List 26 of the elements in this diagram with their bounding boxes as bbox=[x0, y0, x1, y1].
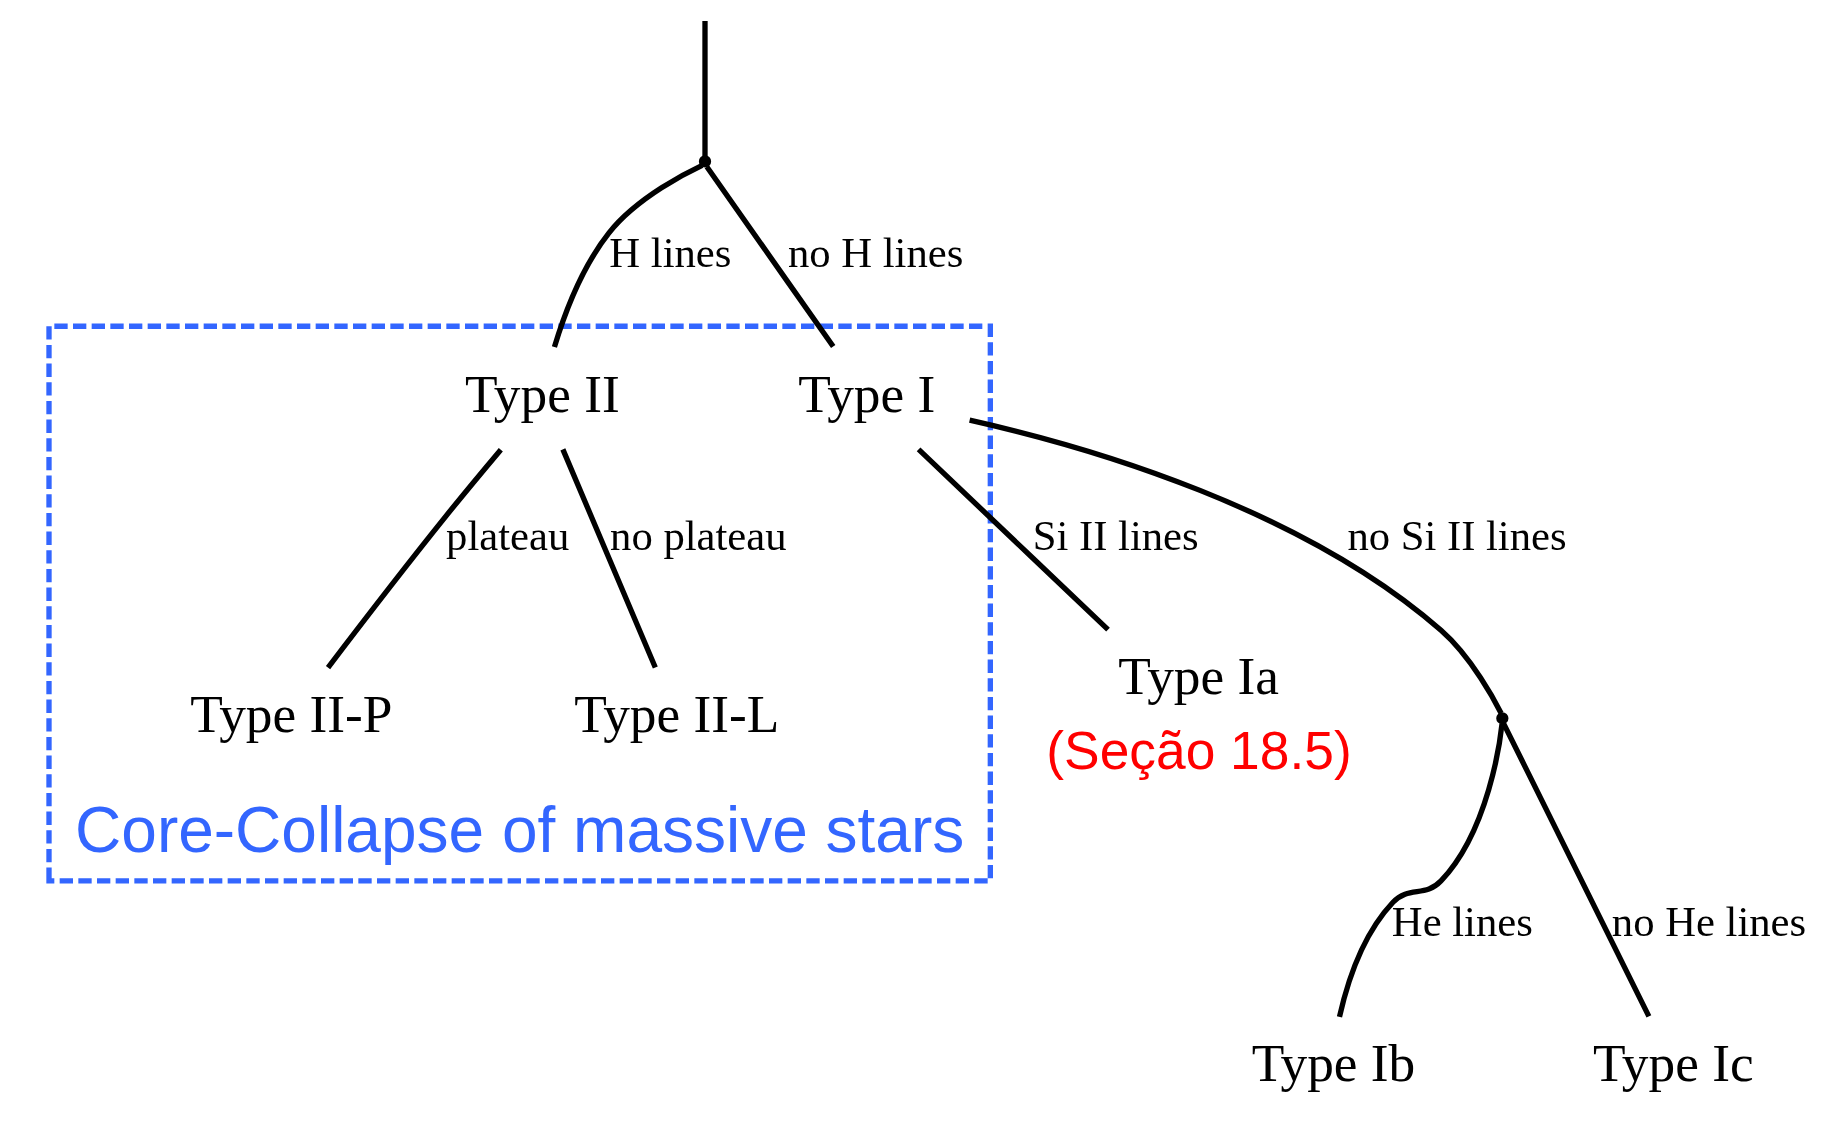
edge-label: Si II lines bbox=[1032, 511, 1199, 559]
node-text: Type Ia bbox=[1117, 646, 1279, 707]
node-text: Type II-L bbox=[573, 683, 779, 744]
edge-label: no Si II lines bbox=[1346, 511, 1567, 559]
node-text: Type Ic bbox=[1592, 1032, 1754, 1093]
edge-label: no He lines bbox=[1611, 898, 1806, 946]
node-label: (Seção 18.5) bbox=[1045, 720, 1352, 780]
connector bbox=[1336, 723, 1505, 1018]
edge-label: He lines bbox=[1391, 898, 1533, 946]
connector bbox=[559, 448, 658, 669]
edge-label: no H lines bbox=[787, 229, 963, 277]
connector bbox=[701, 21, 708, 157]
connector bbox=[916, 447, 1110, 632]
edge-label: no plateau bbox=[609, 511, 787, 559]
node-point bbox=[698, 155, 711, 168]
edge-label: plateau bbox=[445, 511, 569, 559]
connector bbox=[551, 163, 703, 348]
node-text: Type II bbox=[464, 363, 620, 424]
connector bbox=[325, 447, 503, 670]
node-text: Type II-P bbox=[189, 683, 392, 744]
connector bbox=[1500, 721, 1651, 1018]
edge-label: H lines bbox=[608, 229, 731, 277]
node-text: Type Ib bbox=[1251, 1032, 1415, 1093]
connector bbox=[704, 165, 835, 349]
node-text: Type I bbox=[797, 363, 935, 424]
node-point bbox=[1495, 712, 1508, 725]
